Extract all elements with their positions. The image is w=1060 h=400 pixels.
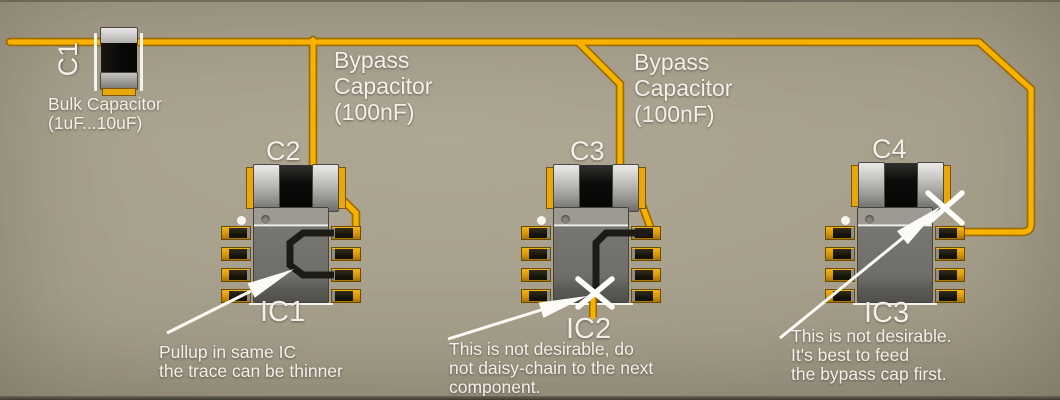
bypass1-line1: Bypass <box>334 47 410 73</box>
c1-ref-label: C1 <box>52 41 83 77</box>
pin-lead <box>936 228 957 238</box>
pin-lead <box>332 228 353 238</box>
pin-lead <box>229 291 250 301</box>
ic1-annotation: Pullup in same IC the trace can be thinn… <box>159 343 343 381</box>
c1-description-line2: (1uF...10uF) <box>48 113 143 133</box>
left-pin-2 <box>221 247 251 261</box>
pin-lead <box>529 249 550 259</box>
pin-lead <box>833 228 854 238</box>
pin-lead <box>229 228 250 238</box>
c1-body <box>101 43 137 74</box>
ic2-annotation: This is not desirable, do not daisy-chai… <box>449 340 653 397</box>
capacitor-c1 <box>100 27 138 90</box>
ic1-pin1-dot <box>237 216 246 225</box>
pin-lead <box>936 291 957 301</box>
c1-silkscreen-left <box>94 33 97 91</box>
ic2-silkscreen <box>549 303 633 305</box>
pin-lead <box>632 249 653 259</box>
pin-lead <box>529 228 550 238</box>
pin-lead <box>632 228 653 238</box>
right-pin-2 <box>331 247 361 261</box>
c1-silkscreen-right <box>140 33 143 91</box>
pin-lead <box>833 291 854 301</box>
c3-ref-label: C3 <box>570 136 605 166</box>
right-pin-4 <box>935 289 965 303</box>
right-pin-2 <box>935 247 965 261</box>
ic3-pin1-dot <box>841 216 850 225</box>
c4-ref-label: C4 <box>872 134 907 164</box>
left-pin-3 <box>221 268 251 282</box>
right-pin-4 <box>631 289 661 303</box>
pin-lead <box>833 270 854 280</box>
ic3-annotation-line3: the bypass cap first. <box>791 364 947 384</box>
ic1-annotation-line2: the trace can be thinner <box>159 361 343 381</box>
pin-lead <box>332 270 353 280</box>
ic1-ref-label: IC1 <box>260 296 306 328</box>
c1-description-line1: Bulk Capacitor <box>48 94 162 114</box>
ic3-pin1-dimple <box>865 215 874 224</box>
ic2-ref-label: IC2 <box>566 313 612 345</box>
left-pin-2 <box>521 247 551 261</box>
ic1-silkscreen <box>249 303 333 305</box>
ic2-arrow-tail <box>447 308 542 341</box>
c1-description: Bulk Capacitor (1uF...10uF) <box>48 95 162 133</box>
ic1-pin1-dimple <box>261 215 270 224</box>
pin-lead <box>529 291 550 301</box>
pin-lead <box>632 291 653 301</box>
bypass2-line3: (100nF) <box>634 101 715 127</box>
right-pin-3 <box>935 268 965 282</box>
left-pin-2 <box>825 247 855 261</box>
left-pin-1 <box>825 226 855 240</box>
left-pin-4 <box>521 289 551 303</box>
pin-lead <box>229 270 250 280</box>
ic2-pin1-dimple <box>561 215 570 224</box>
right-pin-1 <box>631 226 661 240</box>
pin-lead <box>332 291 353 301</box>
ic2-annotation-line3: component. <box>449 377 541 397</box>
bypass1-line3: (100nF) <box>334 99 415 125</box>
right-pin-1 <box>331 226 361 240</box>
ic3-annotation-line1: This is not desirable. <box>791 326 952 346</box>
chip-ic2 <box>521 203 661 309</box>
right-pin-3 <box>631 268 661 282</box>
pin-lead <box>936 249 957 259</box>
left-pin-4 <box>825 289 855 303</box>
bypass1-line2: Capacitor <box>334 73 433 99</box>
ic2-pin1-dot <box>537 216 546 225</box>
left-pin-1 <box>521 226 551 240</box>
pin-lead <box>229 249 250 259</box>
ic3-ref-label: IC3 <box>864 297 910 329</box>
pin-lead <box>632 270 653 280</box>
ic2-annotation-line1: This is not desirable, do <box>449 339 634 359</box>
ic2-annotation-line2: not daisy-chain to the next <box>449 358 654 378</box>
left-pin-4 <box>221 289 251 303</box>
bypass-capacitor-label-1: Bypass Capacitor (100nF) <box>334 47 432 125</box>
ic1-annotation-line1: Pullup in same IC <box>159 342 297 362</box>
right-pin-3 <box>331 268 361 282</box>
pin-lead <box>529 270 550 280</box>
chip-ic1 <box>221 203 361 309</box>
bypass2-line2: Capacitor <box>634 75 733 101</box>
pin-lead <box>332 249 353 259</box>
left-pin-1 <box>221 226 251 240</box>
ic3-annotation-line2: It's best to feed <box>791 345 910 365</box>
right-pin-1 <box>935 226 965 240</box>
left-pin-3 <box>825 268 855 282</box>
bypass2-line1: Bypass <box>634 49 710 75</box>
bypass-capacitor-label-2: Bypass Capacitor (100nF) <box>634 49 732 127</box>
chip-ic3 <box>825 203 965 309</box>
pin-lead <box>833 249 854 259</box>
pin-lead <box>936 270 957 280</box>
c2-ref-label: C2 <box>266 136 301 166</box>
right-pin-4 <box>331 289 361 303</box>
ic3-annotation: This is not desirable. It's best to feed… <box>791 327 952 384</box>
left-pin-3 <box>521 268 551 282</box>
right-pin-2 <box>631 247 661 261</box>
